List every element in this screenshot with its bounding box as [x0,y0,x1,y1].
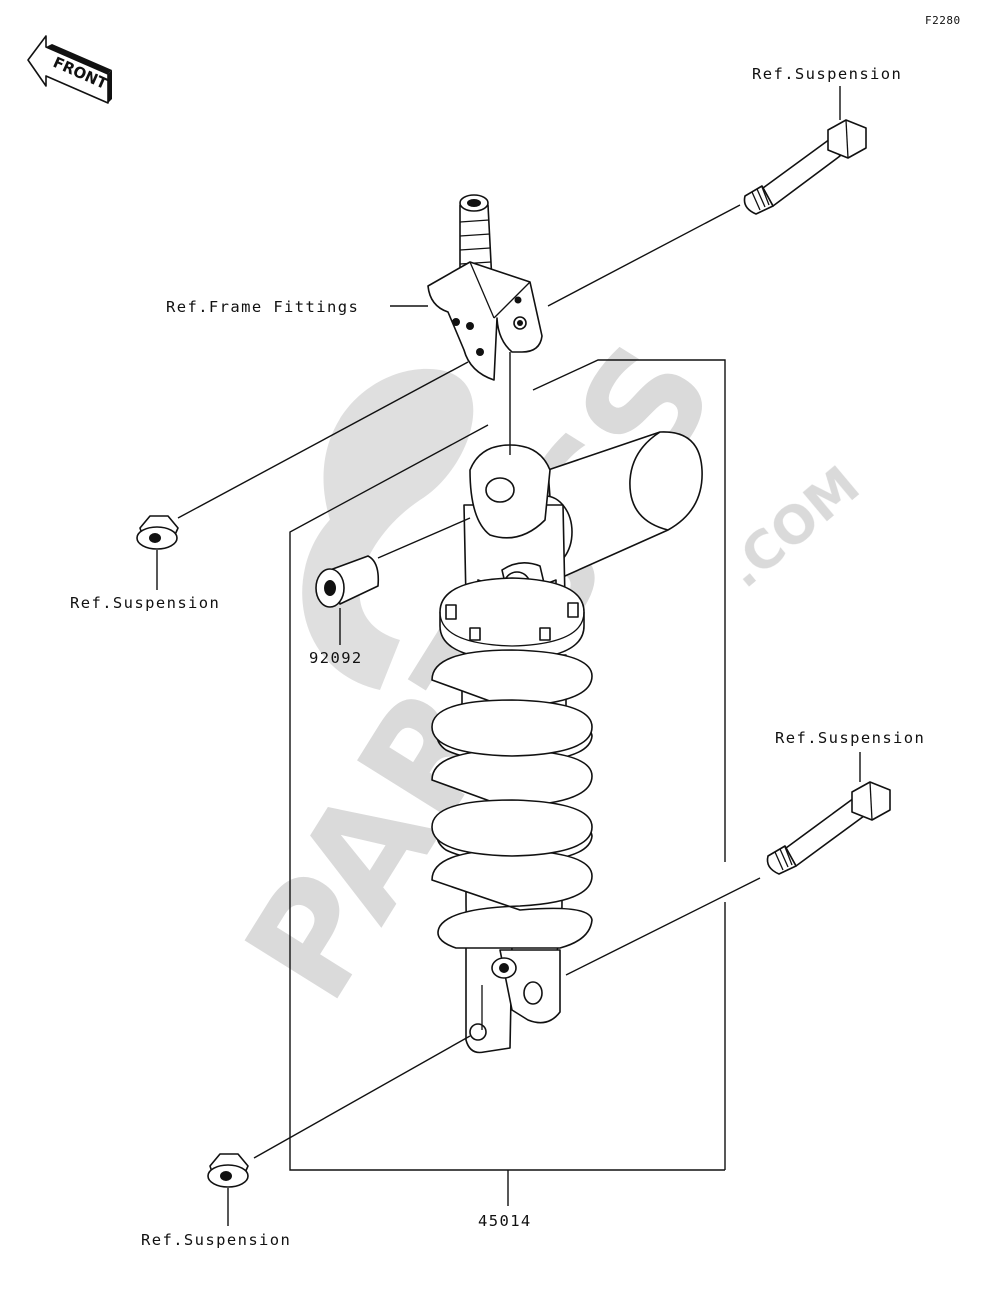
callout-frame-fittings: Ref.Frame Fittings [166,298,359,316]
top-mounting-bolt [743,119,867,215]
callout-shock-assembly: 45014 [478,1212,532,1230]
lower-mounting-bolt [565,752,891,976]
callout-collar: 92092 [309,649,363,667]
diagram-code: F2280 [925,14,961,27]
callout-nut-left: Ref.Suspension [70,594,220,612]
watermark-swoosh [302,368,474,690]
coil-spring [431,649,593,949]
left-flange-nut [136,361,469,590]
frame-fitting-bracket [427,194,543,381]
leader-bolt-top-to-bracket [547,204,741,307]
callout-nut-bottom: Ref.Suspension [141,1231,291,1249]
front-arrow-icon: FRONT [27,35,112,104]
assembly-bracket [289,359,726,1206]
collar-92092 [315,517,471,645]
callout-bolt-top: Ref.Suspension [752,65,902,83]
watermark-suffix: .COM [715,455,871,600]
bottom-flange-nut [207,1035,471,1226]
callout-bolt-lower: Ref.Suspension [775,729,925,747]
